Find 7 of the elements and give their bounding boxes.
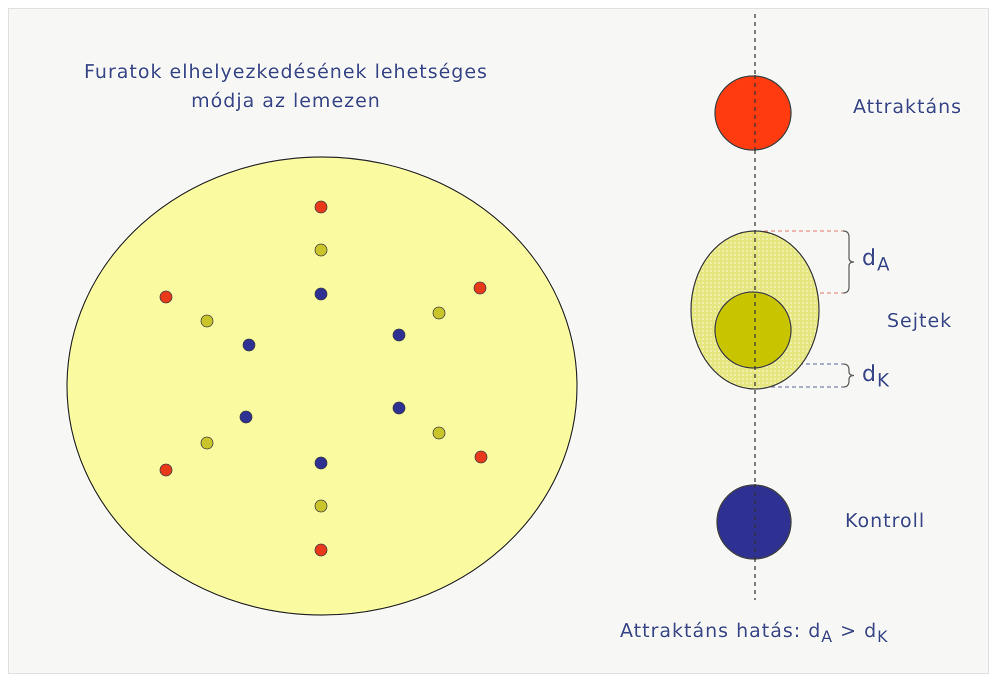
title: Furatok elhelyezkedésének lehetséges módja az lemezen bbox=[83, 60, 489, 114]
result-note: Attraktáns hatás: d$_{A}$ > d$_{K}$ bbox=[620, 620, 889, 646]
well-label: Attraktáns bbox=[853, 96, 962, 118]
distance-label: d$_{A}$ bbox=[862, 246, 891, 276]
well-label: Sejtek bbox=[887, 310, 952, 332]
well-label: Kontroll bbox=[845, 510, 926, 532]
distance-label: d$_{K}$ bbox=[862, 362, 890, 392]
